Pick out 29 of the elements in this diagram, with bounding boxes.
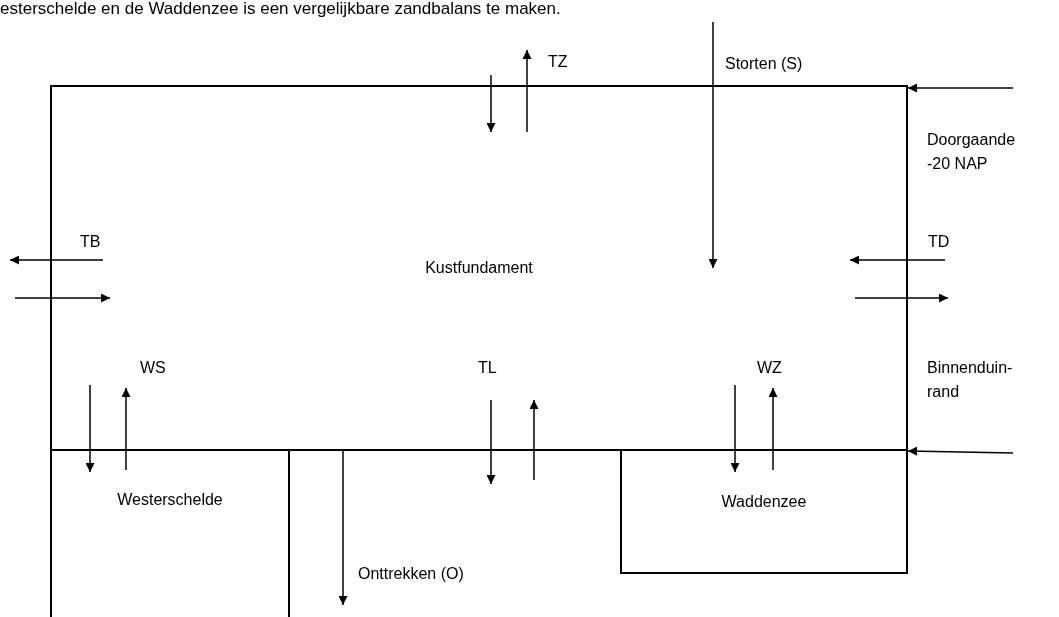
boundary-label: Binnenduin- rand	[927, 358, 1012, 402]
arrow	[730, 384, 740, 473]
arrow	[486, 399, 496, 485]
arrow	[486, 74, 496, 133]
flux-label: TL	[478, 358, 498, 378]
zone-box: Waddenzee	[620, 449, 908, 574]
arrow	[85, 384, 95, 473]
arrow	[849, 255, 946, 265]
flux-label: WS	[140, 358, 167, 378]
boundary-label: Doorgaande -20 NAP	[927, 130, 1017, 174]
arrow	[529, 399, 539, 481]
arrow	[907, 446, 1014, 456]
edge-label: Onttrekken (O)	[358, 564, 464, 584]
arrow	[522, 49, 532, 133]
arrow	[121, 387, 131, 471]
flux-label: WZ	[757, 358, 783, 378]
note-text: esterschelde en de Waddenzee is een vergelijkbare zandbalans te maken.	[0, 0, 562, 20]
arrow	[708, 21, 718, 269]
arrow	[907, 83, 1014, 93]
flux-label: TB	[80, 232, 102, 252]
arrow	[14, 293, 111, 303]
flux-label: TD	[928, 232, 951, 252]
zone-box: Westerschelde	[50, 449, 290, 617]
arrow	[9, 255, 104, 265]
arrow	[768, 387, 778, 471]
flux-label: TZ	[548, 52, 569, 72]
arrow	[338, 450, 348, 606]
arrow	[854, 293, 949, 303]
edge-label: Storten (S)	[725, 54, 803, 74]
